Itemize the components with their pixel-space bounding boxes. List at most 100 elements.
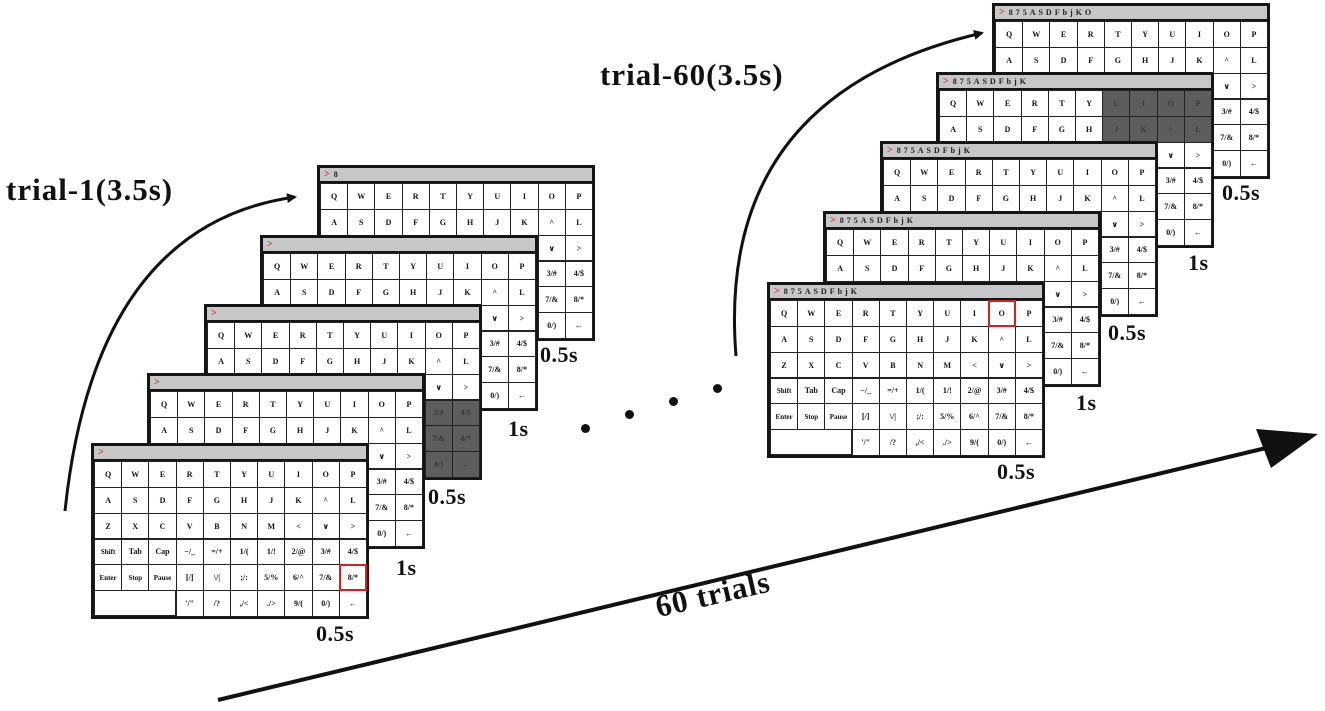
key: ;/: <box>230 564 259 592</box>
key: L <box>507 278 536 306</box>
key: J <box>1046 184 1075 212</box>
key: J <box>1102 115 1131 143</box>
key: 6/^ <box>284 564 313 592</box>
key: E <box>317 253 346 280</box>
duration-right-1: 0.5s <box>997 459 1036 484</box>
key: 2/@ <box>284 538 313 566</box>
key: /? <box>202 590 231 617</box>
key: 7/& <box>1156 193 1185 221</box>
key: I <box>1073 159 1102 186</box>
key: S <box>910 184 939 212</box>
key: M <box>257 512 286 540</box>
key: G <box>1047 115 1076 143</box>
typed-text: 8 <box>333 170 341 179</box>
key: K <box>960 325 989 353</box>
key: W <box>966 90 995 117</box>
key: ^ <box>1156 115 1185 143</box>
ellipsis-dot <box>669 397 678 406</box>
duration-left-5: 0.5s <box>540 342 579 367</box>
key: I <box>960 300 989 327</box>
key: 8/* <box>1014 403 1043 431</box>
prompt-caret: > <box>267 239 273 250</box>
key: −/_ <box>175 538 204 566</box>
key: R <box>851 300 880 327</box>
key: 4/$ <box>451 399 480 427</box>
prompt-caret: > <box>98 447 104 458</box>
key: E <box>374 183 403 210</box>
duration-left-4: 1s <box>508 416 529 441</box>
key: W <box>853 229 882 256</box>
key: 4/$ <box>1070 306 1099 334</box>
key: E <box>261 322 290 349</box>
key: 8/* <box>1070 332 1099 360</box>
key: G <box>371 278 400 306</box>
key: 0/) <box>311 590 340 617</box>
key: H <box>456 208 485 236</box>
key: Q <box>770 300 799 327</box>
key: S <box>347 208 376 236</box>
key: T <box>1103 21 1132 48</box>
key: A <box>263 278 292 306</box>
space-key <box>770 429 852 455</box>
key: Y <box>1131 21 1160 48</box>
key: C <box>148 512 177 540</box>
key: > <box>1183 141 1212 169</box>
input-display-bar: > <box>150 376 422 391</box>
duration-right-2: 1s <box>1076 390 1097 415</box>
key: < <box>960 351 989 379</box>
key: O <box>1212 21 1241 48</box>
key: Enter <box>94 564 123 592</box>
key: W <box>347 183 376 210</box>
key: P <box>338 461 367 488</box>
key: L <box>451 347 480 375</box>
key: I <box>284 461 313 488</box>
key: 6/^ <box>960 403 989 431</box>
key: W <box>797 300 826 327</box>
key: E <box>824 300 853 327</box>
key: 4/$ <box>507 330 536 358</box>
key: T <box>878 300 907 327</box>
key: 3/# <box>480 330 509 358</box>
key: F <box>964 184 993 212</box>
key: Z <box>94 512 123 540</box>
typed-text: 875ASDFbjK <box>896 146 973 155</box>
key: K <box>1016 254 1045 282</box>
timeline-arrow-shaft <box>217 446 1267 702</box>
key: ./> <box>933 429 962 456</box>
input-display-bar: >8 <box>320 168 592 183</box>
key: S <box>121 486 150 514</box>
ellipsis-dot <box>581 424 590 433</box>
key: E <box>880 229 909 256</box>
key: /? <box>878 429 907 456</box>
key: M <box>933 351 962 379</box>
key: P <box>1239 21 1268 48</box>
duration-left-1: 0.5s <box>316 621 355 646</box>
key: 5/% <box>933 403 962 431</box>
key: K <box>340 416 369 444</box>
key: S <box>1022 46 1051 74</box>
key: '/" <box>851 429 880 456</box>
key: Shift <box>770 377 799 405</box>
key: 9/( <box>960 429 989 456</box>
key: 4/$ <box>1183 167 1212 195</box>
key: 5/% <box>257 564 286 592</box>
key: T <box>1047 90 1076 117</box>
key: F <box>1076 46 1105 74</box>
key: Tab <box>797 377 826 405</box>
key: 7/& <box>1212 124 1241 152</box>
key: ^ <box>1043 254 1072 282</box>
key: \/| <box>202 564 231 592</box>
key: Q <box>939 90 968 117</box>
key: Z <box>770 351 799 379</box>
key: N <box>906 351 935 379</box>
key: G <box>202 486 231 514</box>
key: ← <box>564 312 593 339</box>
key: Y <box>962 229 991 256</box>
key: F <box>175 486 204 514</box>
key: Cap <box>148 538 177 566</box>
key: L <box>1183 115 1212 143</box>
key: 8/* <box>1183 193 1212 221</box>
key: ∨ <box>537 234 566 262</box>
key: 1/( <box>906 377 935 405</box>
